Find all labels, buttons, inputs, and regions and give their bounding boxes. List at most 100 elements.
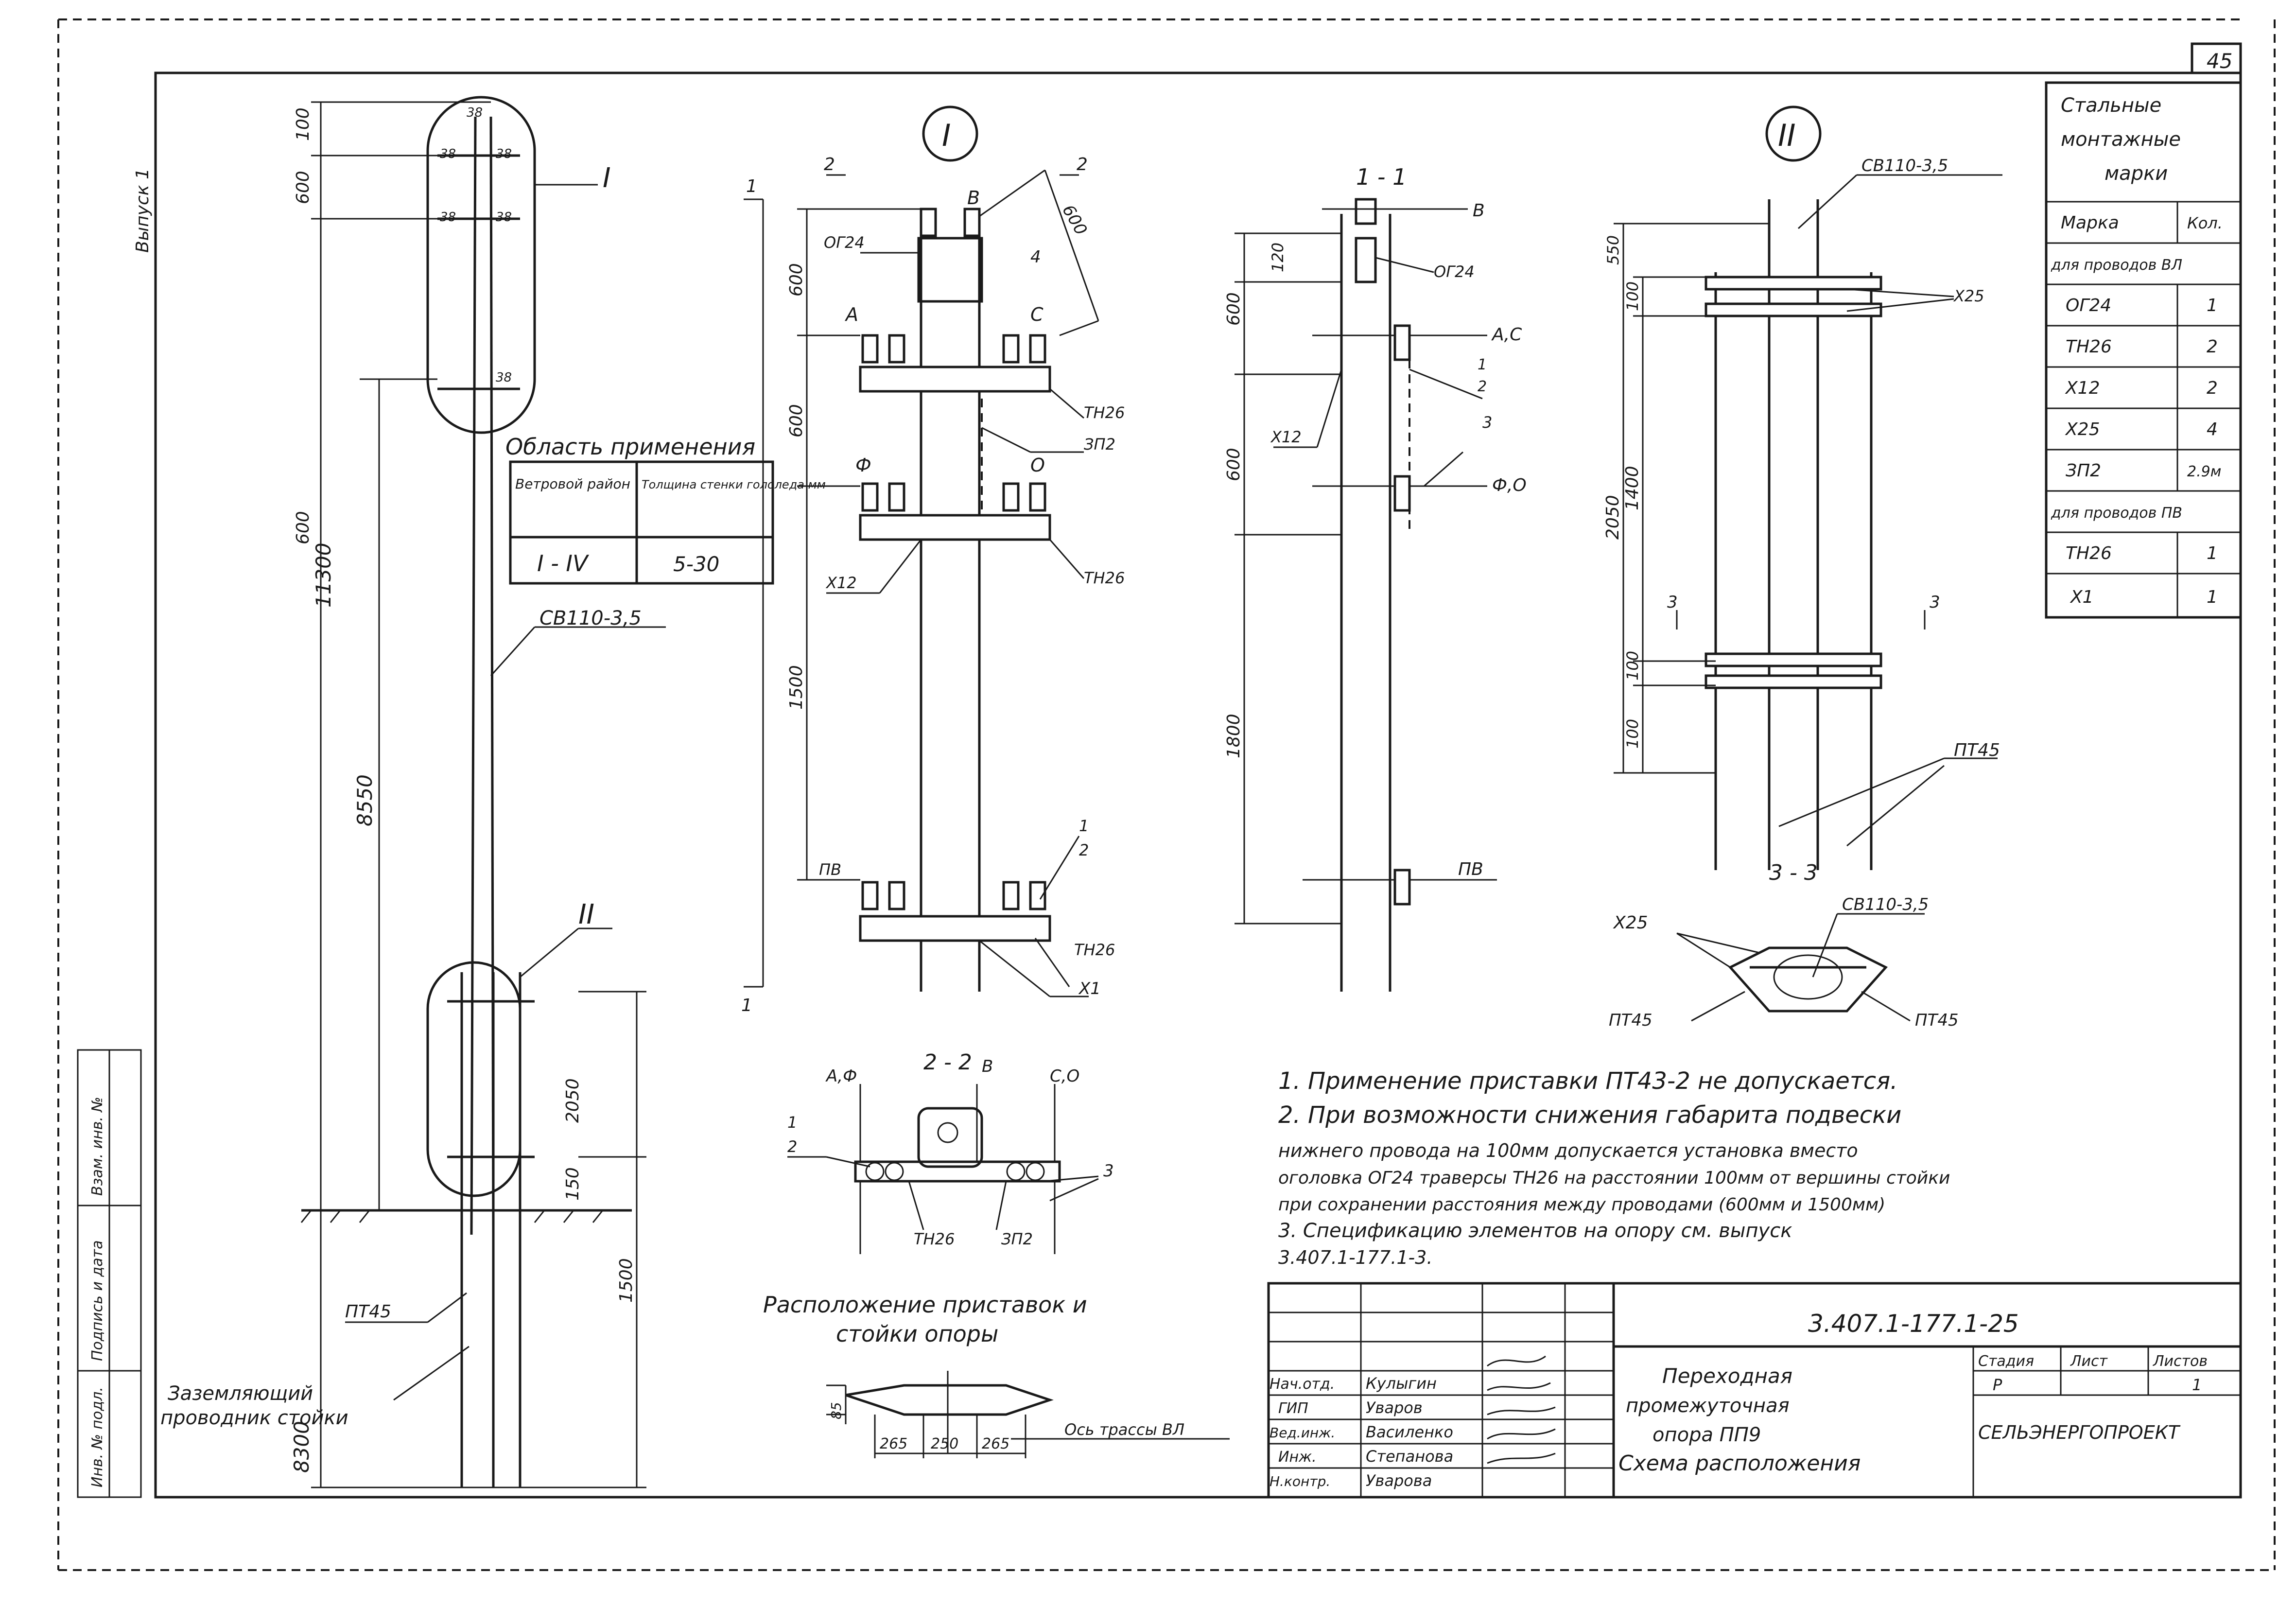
ground-label-line2: проводник стойки <box>160 1407 348 1429</box>
detail-2-label: II <box>1778 118 1796 153</box>
title-line-2: промежуточная <box>1626 1395 1790 1417</box>
section-2-2-leader-3: 3 <box>1103 1161 1114 1181</box>
pole-small-dim-4: 38 <box>440 210 456 225</box>
detail-2-pt45: ПТ45 <box>1954 740 2000 760</box>
section-1-1-fraction-top: 1 <box>1478 356 1487 373</box>
section-2-2-tn26: ТН26 <box>914 1230 955 1248</box>
parts-header-mark: Марка <box>2061 213 2119 233</box>
stage-header: Стадия <box>1978 1353 2034 1370</box>
pole-dim-150: 150 <box>563 1167 583 1201</box>
section-1-1-fo: Ф,О <box>1492 475 1527 495</box>
note-2-cont-c: при сохранении расстояния между проводам… <box>1278 1195 1885 1215</box>
base-mark-label: ПТ45 <box>345 1302 391 1322</box>
parts-table <box>2045 81 2242 619</box>
role-4: Инж. <box>1278 1449 1317 1466</box>
detail-1-fraction-top: 1 <box>1079 817 1089 835</box>
pole-dim-8550: 8550 <box>353 774 377 826</box>
section-1-1-og24: ОГ24 <box>1434 262 1475 281</box>
role-5: Н.контр. <box>1270 1473 1330 1489</box>
section-1-1-dim-600b: 600 <box>1224 448 1244 481</box>
detail-1-zp2: ЗП2 <box>1084 435 1115 454</box>
note-3-ref: 3.407.1-177.1-3. <box>1278 1247 1433 1268</box>
name-1: Кулыгин <box>1366 1374 1437 1393</box>
section-2-2-af: А,Ф <box>825 1066 857 1086</box>
application-header-wind: Ветровой район <box>515 476 630 492</box>
plan-axis-label: Ось трассы ВЛ <box>1064 1420 1184 1439</box>
section-2-2-fraction-top: 1 <box>787 1113 797 1132</box>
detail-1-dim-600b: 600 <box>786 404 806 437</box>
pole-small-dim-2: 38 <box>440 147 456 161</box>
detail-2-sec3-left: 3 <box>1667 593 1678 612</box>
sheet-header: Лист <box>2070 1353 2108 1370</box>
detail-1-leader-4: 4 <box>1030 247 1041 267</box>
detail-1-phase-o: О <box>1030 454 1045 476</box>
role-2: ГИП <box>1278 1400 1308 1417</box>
application-ice-value: 5-30 <box>673 552 719 576</box>
detail-1-label: I <box>942 118 951 153</box>
detail-1-fraction-bottom: 2 <box>1079 841 1089 859</box>
detail-1-x1: Х1 <box>1078 979 1101 998</box>
section-1-1-dim-120: 120 <box>1269 243 1287 272</box>
pole-dim-1500: 1500 <box>616 1258 636 1303</box>
detail-2-dim-550: 550 <box>1604 235 1622 265</box>
parts-title-3: марки <box>2105 162 2168 185</box>
parts-row-qty: 2.9м <box>2187 463 2221 480</box>
detail-2-dim-100b: 100 <box>1623 651 1642 681</box>
detail-1-x12: Х12 <box>825 574 857 592</box>
pole-small-dim-1: 38 <box>467 105 483 120</box>
section-2-2-co: С,О <box>1050 1066 1079 1086</box>
doc-code: 3.407.1-177.1-25 <box>1808 1310 2019 1338</box>
section-3-3-pt45-right: ПТ45 <box>1915 1011 1959 1030</box>
section-1-1-x12: Х12 <box>1270 428 1302 446</box>
parts-row-qty: 1 <box>2207 296 2218 315</box>
parts-row-qty: 4 <box>2207 419 2218 439</box>
organization-name: СЕЛЬЭНЕРГОПРОЕКТ <box>1978 1422 2181 1443</box>
parts-row-name: ОГ24 <box>2066 296 2111 315</box>
detail-2-dim-100a: 100 <box>1623 281 1642 311</box>
parts-group-vl: для проводов ВЛ <box>2051 257 2182 274</box>
plan-dim-3: 265 <box>982 1435 1009 1452</box>
section-2-2-fraction-bottom: 2 <box>787 1137 797 1156</box>
stage-value: Р <box>1993 1376 2002 1394</box>
section-2-2 <box>787 1084 1099 1254</box>
section-1-1-leader-3: 3 <box>1482 413 1492 432</box>
detail-1-tn26-a: ТН26 <box>1084 403 1125 422</box>
pole-dim-600a: 600 <box>293 171 313 204</box>
parts-row-qty: 2 <box>2207 337 2218 357</box>
detail-2-dim-1400: 1400 <box>1622 466 1642 510</box>
detail-2-pole-label: СВ110-3,5 <box>1861 156 1948 175</box>
detail-1-sec2-left: 2 <box>824 155 835 175</box>
parts-group-pv: для проводов ПВ <box>2051 505 2182 522</box>
title-line-3: опора ПП9 <box>1652 1424 1761 1446</box>
detail-1 <box>744 105 1099 997</box>
application-header-ice: Толщина стенки гололеда мм <box>642 478 826 491</box>
section-2-2-b: В <box>982 1057 993 1076</box>
note-1: 1. Применение приставки ПТ43-2 не допуск… <box>1278 1067 1897 1095</box>
application-title: Область применения <box>505 434 755 460</box>
parts-title-2: монтажные <box>2061 128 2181 151</box>
pole-dim-600b: 600 <box>293 511 313 544</box>
callout-1-label: I <box>603 162 611 194</box>
note-2: 2. При возможности снижения габарита под… <box>1278 1101 1901 1129</box>
detail-2-x25: Х25 <box>1953 287 1984 305</box>
parts-row-name: ТН26 <box>2066 337 2112 357</box>
plan-view <box>826 1371 1230 1458</box>
section-3-3-x25: Х25 <box>1613 913 1648 933</box>
section-1-1-fraction-bottom: 2 <box>1478 378 1487 395</box>
callout-2-label: II <box>578 899 594 930</box>
application-wind-value: I - IV <box>537 550 590 577</box>
section-1-1 <box>1235 198 1497 992</box>
plan-dim-2: 250 <box>931 1435 958 1452</box>
pole-small-dim-3: 38 <box>496 147 512 161</box>
note-3: 3. Спецификацию элементов на опору см. в… <box>1278 1220 1792 1242</box>
name-5: Уварова <box>1366 1471 1432 1490</box>
ground-label-line1: Заземляющий <box>168 1382 313 1405</box>
detail-1-dim-1500: 1500 <box>786 665 806 710</box>
parts-row-name: ЗП2 <box>2066 461 2101 481</box>
detail-1-phase-a: А <box>844 304 858 325</box>
detail-1-sec1-bottom: 1 <box>741 996 752 1015</box>
section-2-2-title: 2 - 2 <box>923 1050 972 1075</box>
role-1: Нач.отд. <box>1270 1376 1335 1393</box>
detail-2-dim-100c: 100 <box>1623 719 1642 749</box>
parts-title-1: Стальные <box>2061 94 2161 117</box>
